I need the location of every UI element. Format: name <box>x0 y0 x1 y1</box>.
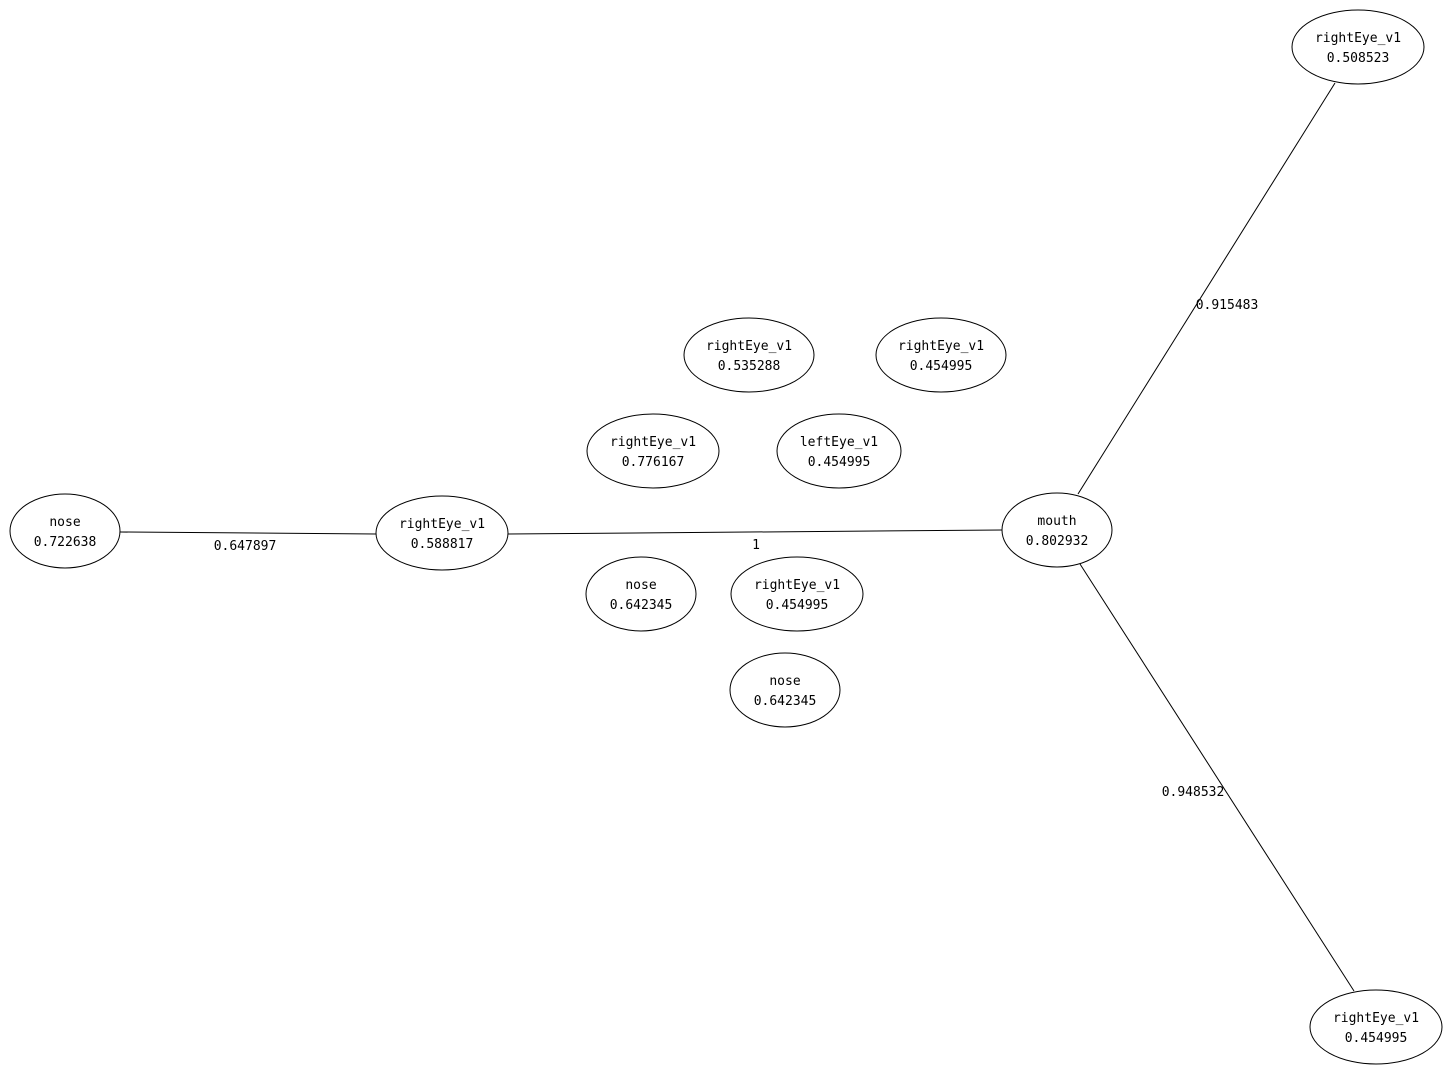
node-value: 0.588817 <box>411 537 474 552</box>
node-label: rightEye_v1 <box>706 339 792 354</box>
graph-node[interactable]: nose 0.642345 <box>585 556 697 632</box>
node-value: 0.642345 <box>754 694 817 709</box>
node-ellipse <box>586 413 720 489</box>
node-label: mouth <box>1037 514 1076 529</box>
graph-edge: 1 <box>507 529 1003 553</box>
node-value: 0.642345 <box>610 598 673 613</box>
node-ellipse <box>585 556 697 632</box>
node-value: 0.454995 <box>766 598 829 613</box>
node-ellipse <box>875 317 1007 393</box>
node-value: 0.535288 <box>718 359 781 374</box>
node-label: nose <box>769 674 800 689</box>
node-ellipse <box>9 493 121 569</box>
graph-node[interactable]: nose 0.642345 <box>729 652 841 728</box>
graph-node[interactable]: rightEye_v1 0.508523 <box>1291 9 1425 85</box>
node-label: nose <box>625 578 656 593</box>
edges-layer: 0.647897 1 0.915483 0.948532 <box>119 82 1355 992</box>
graph-node[interactable]: rightEye_v1 0.454995 <box>1309 989 1443 1065</box>
node-label: rightEye_v1 <box>1315 31 1401 46</box>
node-value: 0.454995 <box>808 455 871 470</box>
graph-node[interactable]: rightEye_v1 0.454995 <box>875 317 1007 393</box>
graph-edge: 0.647897 <box>119 531 377 554</box>
node-value: 0.802932 <box>1026 534 1089 549</box>
graph-node[interactable]: rightEye_v1 0.454995 <box>730 556 864 632</box>
edge-line <box>119 531 377 535</box>
graph-node[interactable]: rightEye_v1 0.535288 <box>683 317 815 393</box>
node-label: rightEye_v1 <box>898 339 984 354</box>
graph-node[interactable]: rightEye_v1 0.776167 <box>586 413 720 489</box>
node-label: nose <box>49 515 80 530</box>
graph-edge: 0.915483 <box>1077 82 1336 495</box>
node-label: rightEye_v1 <box>399 517 485 532</box>
node-ellipse <box>730 556 864 632</box>
nodes-layer: nose 0.722638 rightEye_v1 0.588817 mouth 0.80… <box>9 9 1443 1065</box>
graph-node[interactable]: rightEye_v1 0.588817 <box>375 495 509 571</box>
node-ellipse <box>729 652 841 728</box>
node-ellipse <box>1309 989 1443 1065</box>
node-value: 0.454995 <box>910 359 973 374</box>
edge-weight-label: 0.647897 <box>214 539 277 554</box>
node-label: rightEye_v1 <box>610 435 696 450</box>
edge-line <box>1077 82 1336 495</box>
node-value: 0.722638 <box>34 535 97 550</box>
node-ellipse <box>1001 492 1113 568</box>
edge-weight-label: 1 <box>752 538 760 553</box>
edge-line <box>507 529 1003 535</box>
edge-weight-label: 0.915483 <box>1196 298 1259 313</box>
node-ellipse <box>375 495 509 571</box>
node-ellipse <box>683 317 815 393</box>
node-ellipse <box>1291 9 1425 85</box>
node-value: 0.508523 <box>1327 51 1390 66</box>
node-label: leftEye_v1 <box>800 435 878 450</box>
node-ellipse <box>776 413 902 489</box>
node-value: 0.454995 <box>1345 1031 1408 1046</box>
graph-node[interactable]: nose 0.722638 <box>9 493 121 569</box>
graph-edge: 0.948532 <box>1079 563 1355 992</box>
node-label: rightEye_v1 <box>754 578 840 593</box>
graph-node[interactable]: leftEye_v1 0.454995 <box>776 413 902 489</box>
node-label: rightEye_v1 <box>1333 1011 1419 1026</box>
edge-weight-label: 0.948532 <box>1162 785 1225 800</box>
graph-node[interactable]: mouth 0.802932 <box>1001 492 1113 568</box>
edge-line <box>1079 563 1355 992</box>
node-value: 0.776167 <box>622 455 685 470</box>
